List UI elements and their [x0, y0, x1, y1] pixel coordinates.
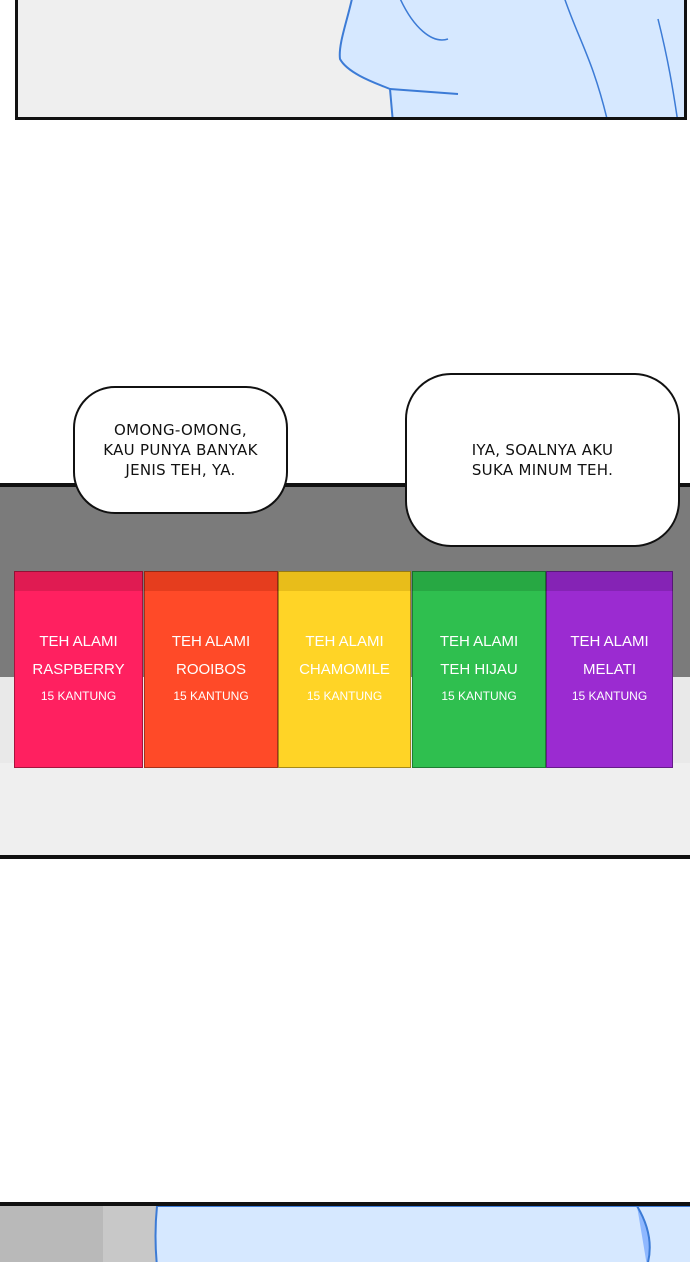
- tea-box-lid: [546, 571, 673, 591]
- tea-box-count: 15 KANTUNG: [306, 689, 383, 703]
- tea-box-lid: [14, 571, 143, 591]
- tea-box-count: 15 KANTUNG: [40, 689, 117, 703]
- tea-box-brand: TEH ALAMI: [305, 633, 384, 650]
- tea-box-lid: [144, 571, 278, 591]
- tea-box-flavor: MELATI: [582, 661, 637, 678]
- tea-box-brand: TEH ALAMI: [439, 633, 519, 650]
- tea-box-lid: [278, 571, 411, 591]
- character-illustration-partial: [0, 1206, 690, 1262]
- tea-box-flavor: TEH HIJAU: [440, 661, 518, 678]
- tea-box: TEH ALAMI MELATI 15 KANTUNG: [546, 571, 673, 768]
- tea-box: TEH ALAMI ROOIBOS 15 KANTUNG: [144, 571, 278, 768]
- tea-box-brand: TEH ALAMI: [570, 633, 649, 650]
- tea-box-flavor: ROOIBOS: [175, 661, 246, 678]
- comic-panel-bottom: [0, 1202, 690, 1262]
- tea-box-flavor: RASPBERRY: [32, 661, 125, 678]
- tea-box: TEH ALAMI TEH HIJAU 15 KANTUNG: [412, 571, 546, 768]
- tea-box-count: 15 KANTUNG: [571, 689, 648, 703]
- character-shirt-illustration: [338, 0, 684, 117]
- tea-box-brand: TEH ALAMI: [39, 633, 118, 650]
- tea-box-flavor: CHAMOMILE: [299, 661, 390, 678]
- tea-box-row: TEH ALAMI RASPBERRY 15 KANTUNG TEH ALAMI ROO…: [0, 487, 690, 855]
- speech-bubble-left: OMONG-OMONG, KAU PUNYA BANYAK JENIS TEH,…: [73, 386, 288, 514]
- tea-box: TEH ALAMI RASPBERRY 15 KANTUNG: [14, 571, 143, 768]
- tea-box-brand: TEH ALAMI: [171, 633, 251, 650]
- tea-box-count: 15 KANTUNG: [441, 689, 517, 703]
- comic-panel-top: [15, 0, 687, 120]
- tea-box: TEH ALAMI CHAMOMILE 15 KANTUNG: [278, 571, 411, 768]
- speech-bubble-right: IYA, SOALNYA AKU SUKA MINUM TEH.: [405, 373, 680, 547]
- tea-box-lid: [412, 571, 546, 591]
- tea-box-count: 15 KANTUNG: [173, 689, 249, 703]
